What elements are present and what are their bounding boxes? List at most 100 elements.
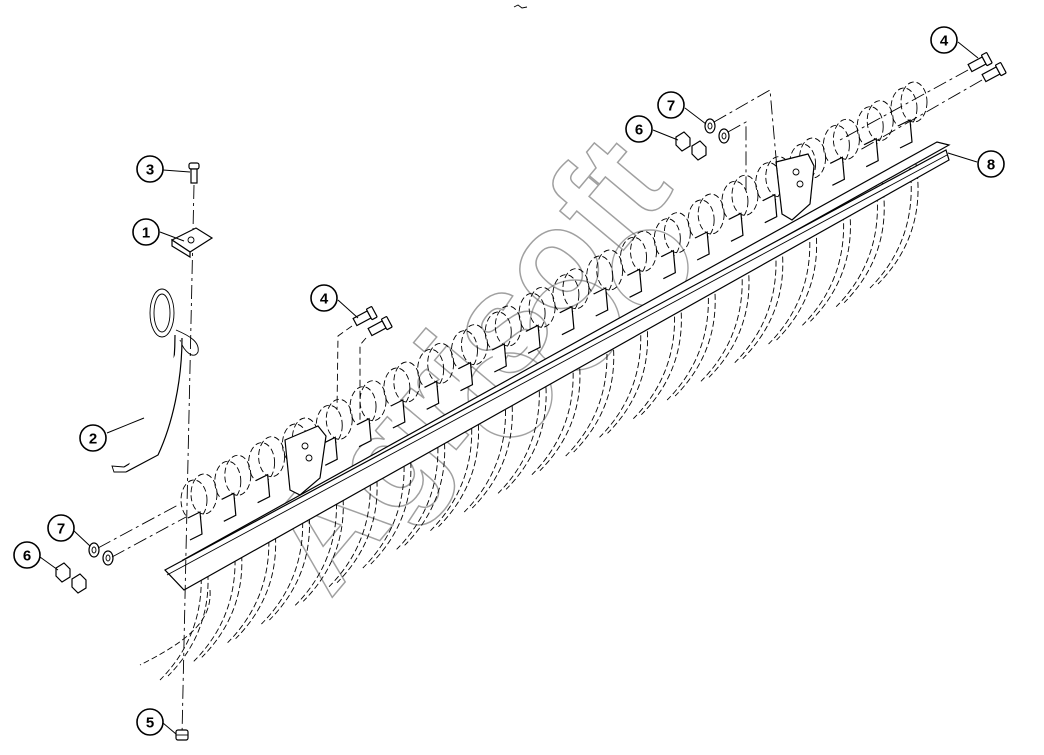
hanging-tine (159, 559, 202, 681)
callout-4-middle-label: 4 (320, 291, 329, 308)
callout-4-middle: 4 (310, 284, 338, 312)
hanging-tine (227, 522, 270, 643)
callout-6-right: 6 (625, 115, 653, 143)
hanging-tine (573, 331, 615, 453)
bar-coil (721, 174, 759, 242)
top-mark (513, 4, 528, 9)
part-5-nut (175, 729, 189, 741)
hanging-tine (269, 499, 310, 621)
hanging-tine (471, 387, 513, 509)
hanging-tine (261, 503, 304, 625)
bar-coil (586, 249, 624, 317)
callout-7-left: 7 (47, 514, 75, 542)
bar-coil (518, 286, 556, 354)
hanging-tine (336, 462, 378, 583)
bar-coil (214, 454, 252, 522)
hanging-tine (463, 391, 506, 513)
part-7-washer-left (88, 542, 114, 566)
hanging-tine (139, 589, 211, 666)
bar-coil (890, 81, 928, 149)
hanging-tine (438, 406, 479, 527)
hanging-tine (768, 223, 811, 345)
bar-coil (653, 212, 691, 280)
right-nut-axis (713, 89, 779, 190)
hanging-tine (734, 242, 777, 363)
left-axis-2 (111, 516, 187, 558)
bar-coil (180, 473, 218, 541)
part-4-bolts-middle (352, 306, 393, 337)
bar-coil (315, 398, 353, 466)
hanging-tine (505, 369, 547, 490)
callout-6-right-label: 6 (635, 122, 643, 139)
bar-coil (248, 436, 286, 504)
callout-7-right: 7 (657, 91, 685, 119)
part-6-nut-right (675, 131, 707, 161)
hanging-tine (531, 354, 574, 475)
left-axis-1 (97, 504, 179, 549)
hanging-tine (802, 205, 845, 326)
bar-coil (484, 305, 522, 373)
hanging-tine (700, 261, 743, 382)
part-4-bolts-right (967, 52, 1007, 83)
bar-edge (166, 154, 948, 576)
callout-5-label: 5 (146, 715, 154, 732)
callout-7-left-label: 7 (57, 521, 65, 538)
hanging-tine (565, 335, 608, 457)
callout-3: 3 (136, 155, 164, 183)
bar-coil (620, 230, 657, 298)
hanging-tine (674, 275, 716, 397)
part-1-bracket (170, 227, 214, 259)
hanging-tine (328, 466, 371, 587)
hanging-tine (666, 279, 709, 401)
hanging-tine (810, 201, 851, 322)
callout-8: 8 (977, 150, 1005, 178)
bar-coil (687, 193, 725, 261)
part-6-nut-left (55, 562, 87, 594)
bar-coil (822, 118, 860, 186)
callout-7-right-label: 7 (667, 98, 675, 115)
bar-coil (552, 268, 590, 336)
hanging-tine (633, 298, 675, 419)
mount-plate-right (775, 153, 815, 221)
mount-plate-right-hole-2 (796, 180, 804, 188)
part-7-washer-right (704, 118, 730, 144)
mount-plate-left-hole (301, 442, 309, 450)
mount-plate-right-hole (792, 168, 800, 176)
watermark-text: Agrisoft (233, 107, 698, 619)
mount-plate-left-hole-2 (305, 454, 313, 462)
callout-1-label: 1 (142, 225, 150, 242)
right-bolt-axis-2 (859, 79, 983, 151)
hanging-tine (843, 182, 885, 303)
hanging-tine (877, 163, 919, 285)
hanging-tine (201, 537, 243, 658)
watermark: Agrisoft (232, 107, 699, 620)
hanging-tine (835, 186, 878, 307)
bar-coil (451, 324, 488, 392)
tines-group (139, 163, 919, 681)
hanging-tine (599, 317, 642, 438)
leader-lines (39, 41, 979, 735)
callout-2: 2 (79, 424, 107, 452)
part-2-spring-tine (111, 288, 199, 473)
callout-5: 5 (136, 708, 164, 736)
hanging-tine (776, 219, 818, 341)
hanging-tine (742, 238, 784, 359)
hanging-tine (708, 257, 750, 378)
hanging-tine (302, 481, 344, 602)
hanging-tine (167, 555, 209, 677)
hanging-tine (235, 518, 277, 639)
hanging-tine (869, 167, 912, 289)
tine-bar (164, 141, 951, 591)
bar-coil (349, 380, 387, 448)
hanging-tine (641, 294, 682, 415)
callout-3-label: 3 (146, 162, 154, 179)
hanging-tine (607, 313, 649, 434)
hanging-tine (370, 443, 412, 565)
hanging-tine (539, 350, 581, 471)
callout-4-right: 4 (930, 26, 958, 54)
hanging-tine (430, 410, 473, 531)
hanging-tine (396, 429, 439, 550)
hanging-tine (404, 425, 446, 546)
callout-4-right-label: 4 (940, 33, 949, 50)
